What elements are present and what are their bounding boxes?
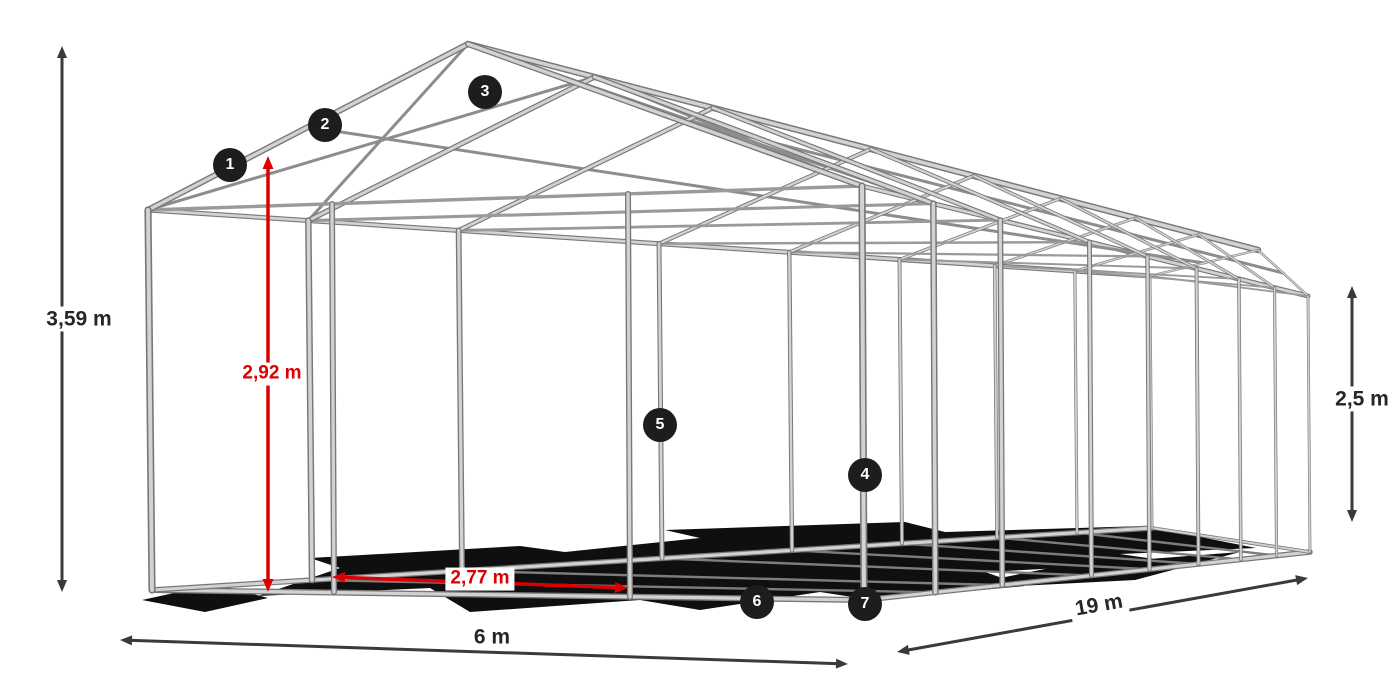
marker-7: 7 [848, 587, 882, 621]
marker-5: 5 [643, 408, 677, 442]
marker-2-label: 2 [320, 116, 330, 133]
dimension-label-inner-width: 2,77 m [445, 567, 515, 591]
dimension-label-side-height: 2,5 m [1330, 386, 1394, 412]
marker-7-label: 7 [860, 595, 870, 612]
marker-1: 1 [213, 148, 247, 182]
marker-4-label: 4 [860, 466, 870, 483]
marker-3-label: 3 [480, 83, 490, 100]
dimension-label-inner-height: 2,92 m [237, 362, 307, 386]
dimension-label-total-height: 3,59 m [41, 306, 117, 332]
marker-1-label: 1 [225, 156, 235, 173]
marker-6-label: 6 [752, 593, 762, 610]
marker-4: 4 [848, 458, 882, 492]
marker-5-label: 5 [655, 416, 665, 433]
marker-2: 2 [308, 108, 342, 142]
dimension-label-width: 6 m [468, 624, 516, 650]
marker-6: 6 [740, 585, 774, 619]
marker-3: 3 [468, 75, 502, 109]
